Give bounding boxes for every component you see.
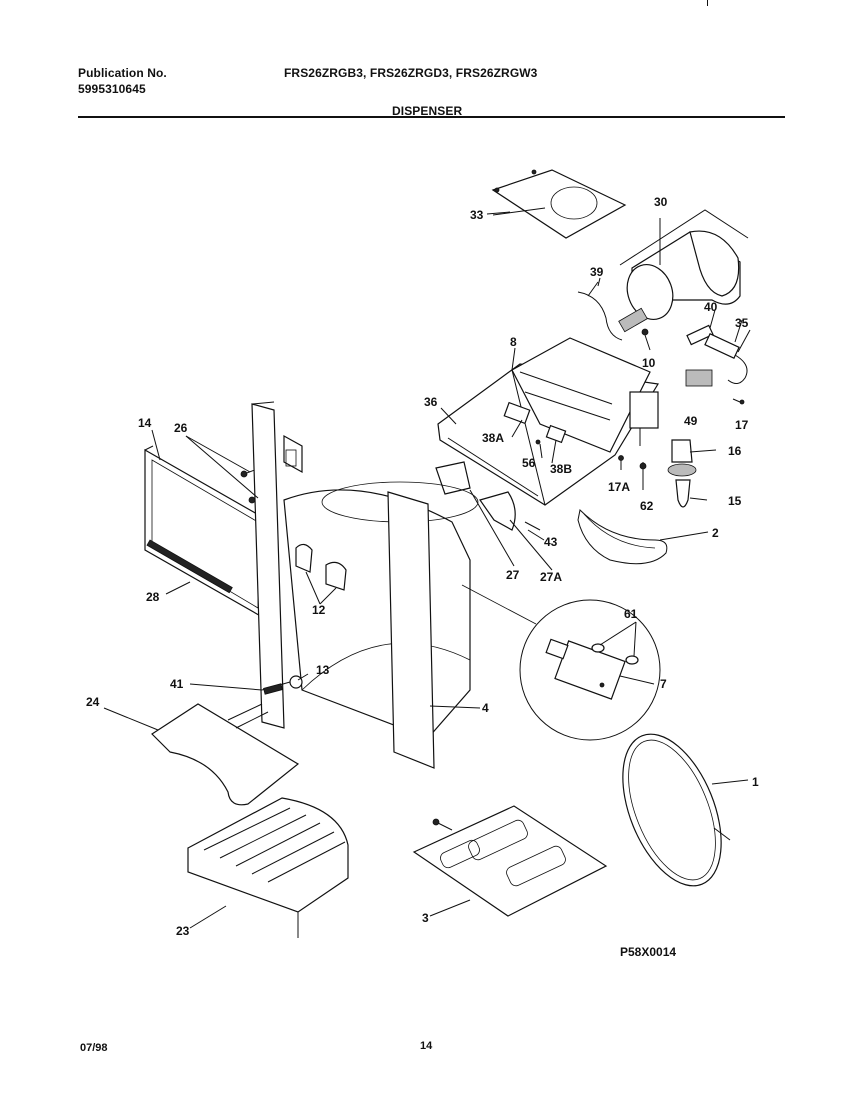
callout-15: 15 <box>728 494 742 508</box>
model-numbers: FRS26ZRGB3, FRS26ZRGD3, FRS26ZRGW3 <box>284 66 538 80</box>
callout-23: 23 <box>176 924 190 938</box>
callout-35: 35 <box>735 316 749 330</box>
part-24-actuator-arm <box>151 703 300 806</box>
callout-36: 36 <box>424 395 438 409</box>
callout-38a: 38A <box>482 431 504 445</box>
callout-27: 27 <box>506 568 520 582</box>
callout-3: 3 <box>422 911 429 925</box>
callout-62: 62 <box>640 499 654 513</box>
part-23-drip-tray <box>187 797 349 938</box>
callout-28: 28 <box>146 590 160 604</box>
callout-10: 10 <box>642 356 656 370</box>
callout-40: 40 <box>704 300 718 314</box>
callout-16: 16 <box>728 444 742 458</box>
part-39-wire-and-motor-parts <box>577 281 751 384</box>
dispenser-housing-body <box>251 401 479 769</box>
callout-27a: 27A <box>540 570 562 584</box>
part-30-housing <box>619 209 749 320</box>
callout-38b: 38B <box>550 462 572 476</box>
part-8-36-dispenser-frame <box>437 337 745 506</box>
corner-tick <box>707 0 708 6</box>
callout-1: 1 <box>752 775 759 789</box>
part-3-heater-plate <box>412 805 608 917</box>
callout-17a: 17A <box>608 480 630 494</box>
callout-8: 8 <box>510 335 517 349</box>
callout-26: 26 <box>174 421 188 435</box>
part-16-15-bulb-and-socket <box>618 439 697 508</box>
page-number: 14 <box>420 1040 433 1052</box>
callout-24: 24 <box>86 695 100 709</box>
callout-leader-lines <box>103 211 749 929</box>
callout-14: 14 <box>138 416 152 430</box>
part-33-mounting-plate <box>491 169 627 239</box>
callout-13: 13 <box>316 663 330 677</box>
callout-56: 56 <box>522 456 536 470</box>
footer-date: 07/98 <box>80 1042 108 1054</box>
callout-30: 30 <box>654 195 668 209</box>
part-7-61-switch-detail <box>461 584 661 741</box>
callout-41: 41 <box>170 677 184 691</box>
callout-2: 2 <box>712 526 719 540</box>
callout-12: 12 <box>312 603 326 617</box>
callout-39: 39 <box>590 265 604 279</box>
header-rule <box>78 116 785 118</box>
diagram-code: P58X0014 <box>620 945 676 959</box>
callout-4: 4 <box>482 701 489 715</box>
callout-43: 43 <box>544 535 558 549</box>
publication-label: Publication No. <box>78 66 167 80</box>
callout-17: 17 <box>735 418 749 432</box>
callout-33: 33 <box>470 208 484 222</box>
part-1-tubing-ring <box>622 733 731 887</box>
publication-number: 5995310645 <box>78 82 146 96</box>
callout-61: 61 <box>624 607 638 621</box>
section-title: DISPENSER <box>392 104 463 118</box>
part-12-clips <box>295 543 347 591</box>
callout-labels: 33 30 39 40 35 10 8 49 17 36 16 38A 56 3… <box>86 195 759 959</box>
callout-7: 7 <box>660 677 667 691</box>
callout-49: 49 <box>684 414 698 428</box>
